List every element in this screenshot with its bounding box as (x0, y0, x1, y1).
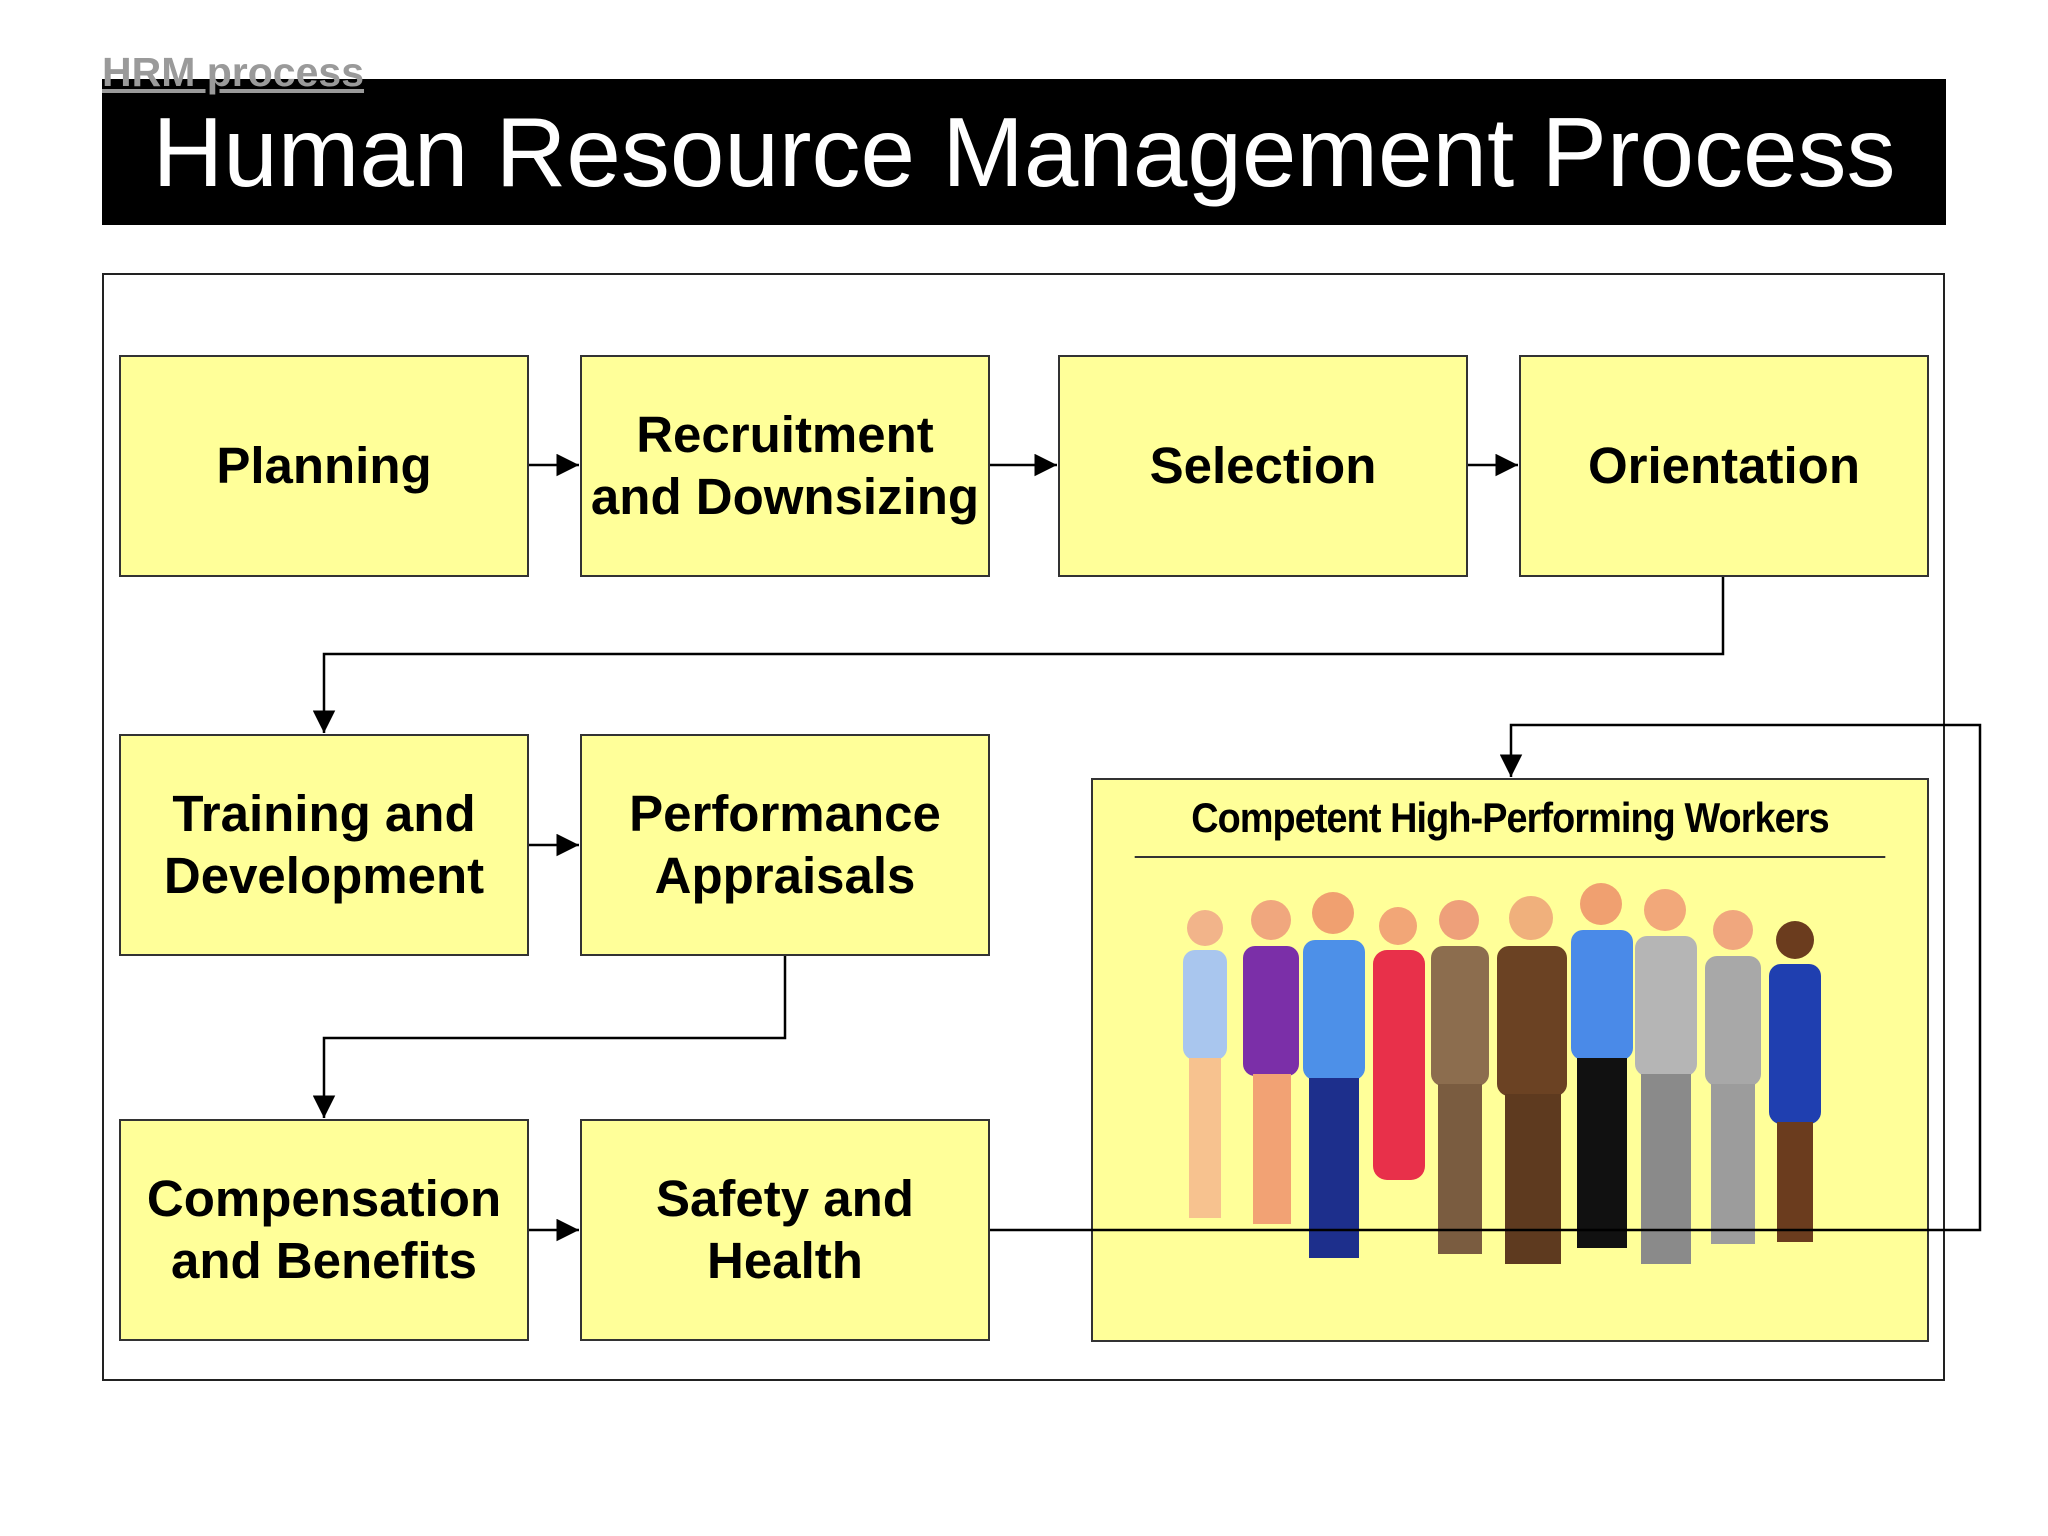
hrm-process-link[interactable]: HRM process (102, 49, 365, 95)
worker-figure (1243, 900, 1299, 1224)
step-planning: Planning (119, 355, 529, 577)
page-title: Human Resource Management Process (152, 97, 1896, 207)
title-bar: Human Resource Management Process (102, 79, 1946, 225)
worker-figure (1431, 900, 1489, 1254)
step-compensation: Compensation and Benefits (119, 1119, 529, 1341)
workers-group-illustration (1183, 883, 1821, 1264)
worker-figure (1183, 910, 1227, 1218)
worker-figure (1497, 896, 1567, 1264)
step-recruitment: Recruitment and Downsizing (580, 355, 990, 577)
workers-panel-title: Competent High-Performing Workers (1134, 780, 1886, 858)
worker-figure (1303, 892, 1365, 1258)
arrow-appraisals-compensation (312, 956, 787, 1118)
step-orientation: Orientation (1519, 355, 1929, 577)
worker-figure (1373, 907, 1425, 1180)
arrow-safety-to-workers (990, 723, 1982, 1232)
step-training: Training and Development (119, 734, 529, 956)
diagram-frame (102, 273, 1945, 1381)
step-safety: Safety and Health (580, 1119, 990, 1341)
worker-figure (1635, 889, 1697, 1264)
workers-panel: Competent High-Performing Workers (1091, 778, 1929, 1342)
worker-figure (1769, 921, 1821, 1242)
worker-figure (1705, 910, 1761, 1244)
arrow-orientation-training (312, 577, 1725, 733)
step-selection: Selection (1058, 355, 1468, 577)
worker-figure (1571, 883, 1633, 1248)
step-appraisals: Performance Appraisals (580, 734, 990, 956)
